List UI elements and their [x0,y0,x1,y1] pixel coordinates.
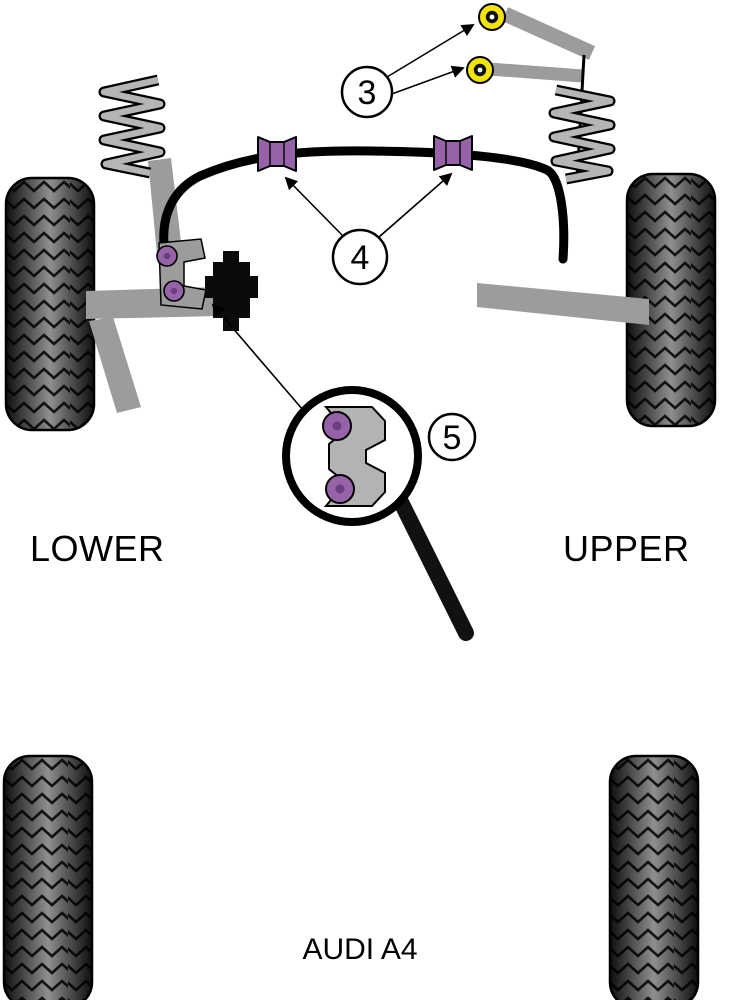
yellow-bush-bottom [466,56,494,84]
coil-spring-left [98,74,166,179]
arb-bush-right [433,135,473,171]
mount-body [213,262,250,318]
coil-spring-right [548,84,616,185]
label-lower: LOWER [30,528,165,569]
wheel-top-left [4,176,96,432]
callout4-arrow-1 [284,176,344,237]
arb-bush-left [257,136,297,172]
coil-spring-left-core [100,76,164,177]
callout3-arrow-2 [388,65,465,96]
mount-tab-right [250,276,258,298]
bracket-bush-top-center [163,252,171,260]
callout5-circle [427,412,477,462]
coil-spring-right-core [550,86,614,183]
callout3-number: 3 [358,74,377,112]
anti-roll-bar [159,146,569,264]
upper-arm-right [477,283,649,325]
mount-tab-top [223,251,239,262]
wheel-bottom-right [608,754,700,1000]
label-upper: UPPER [563,528,690,569]
mount-tab-left [205,276,213,298]
link-arm-top-right-1 [501,7,596,60]
callout5-number: 5 [443,419,462,457]
magnifier-pointer-arrow [211,303,310,418]
magnified-bush-top-center [332,421,342,431]
bracket-bush-bottom-center [170,287,178,295]
callout3-arrow-1 [386,24,475,78]
magnified-bush-bottom-center [335,484,345,494]
label-model: AUDI A4 [302,933,417,966]
callout4-circle [331,228,389,286]
wheel-bottom-left [2,754,94,1000]
diagonal-arm-left [89,317,141,413]
callout4-number: 4 [351,239,370,277]
link-arm-top-right-2 [488,62,584,83]
callout4-arrow-2 [378,172,453,238]
callout3-circle [340,65,394,119]
magnifier-handle [392,492,474,641]
yellow-bush-top [478,3,506,31]
mount-block [205,251,258,331]
